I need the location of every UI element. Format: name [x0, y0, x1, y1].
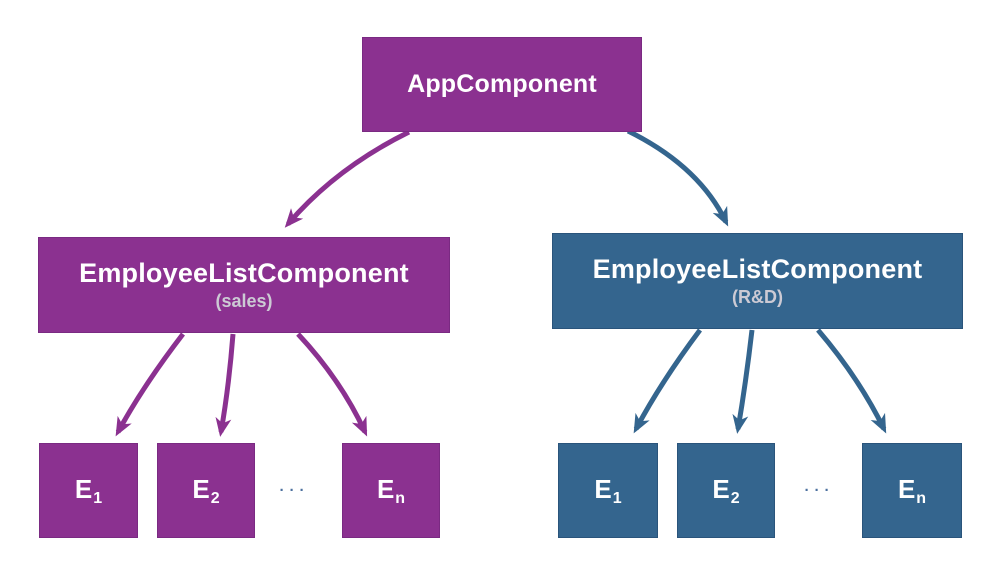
arrow-rnd-to-e1 — [633, 328, 703, 434]
rnd-employee-n-label: En — [897, 473, 927, 507]
rnd-ellipsis: ··· — [804, 481, 835, 499]
sales-employee-n-label: En — [376, 473, 406, 507]
sales-employee-2-label: E2 — [192, 473, 220, 507]
employee-list-rnd-title: EmployeeListComponent — [592, 253, 923, 284]
sales-employee-n-node: En — [342, 443, 440, 538]
sales-ellipsis: ··· — [279, 481, 310, 499]
arrow-root-to-sales — [284, 129, 411, 228]
employee-list-rnd-subtitle: (R&D) — [732, 286, 783, 307]
employee-list-rnd-node: EmployeeListComponent (R&D) — [552, 233, 963, 329]
sales-employee-2-node: E2 — [157, 443, 255, 538]
arrow-sales-to-e1 — [115, 332, 185, 437]
arrow-root-to-rnd — [626, 128, 729, 227]
arrow-rnd-to-e2 — [732, 329, 755, 434]
app-component-node: AppComponent — [362, 37, 642, 132]
rnd-employee-2-node: E2 — [677, 443, 775, 538]
arrow-rnd-to-en — [816, 328, 887, 434]
employee-list-sales-title: EmployeeListComponent — [79, 257, 409, 288]
sales-employee-1-label: E1 — [74, 473, 103, 507]
rnd-employee-1-node: E1 — [558, 443, 658, 538]
employee-list-sales-node: EmployeeListComponent (sales) — [38, 237, 450, 333]
rnd-employee-n-node: En — [862, 443, 962, 538]
app-component-label: AppComponent — [407, 70, 597, 98]
arrow-sales-to-en — [296, 332, 368, 437]
rnd-employee-2-label: E2 — [712, 473, 740, 507]
arrow-sales-to-e2 — [215, 333, 236, 437]
employee-list-sales-subtitle: (sales) — [215, 290, 273, 311]
sales-employee-1-node: E1 — [39, 443, 138, 538]
rnd-employee-1-label: E1 — [594, 473, 622, 507]
